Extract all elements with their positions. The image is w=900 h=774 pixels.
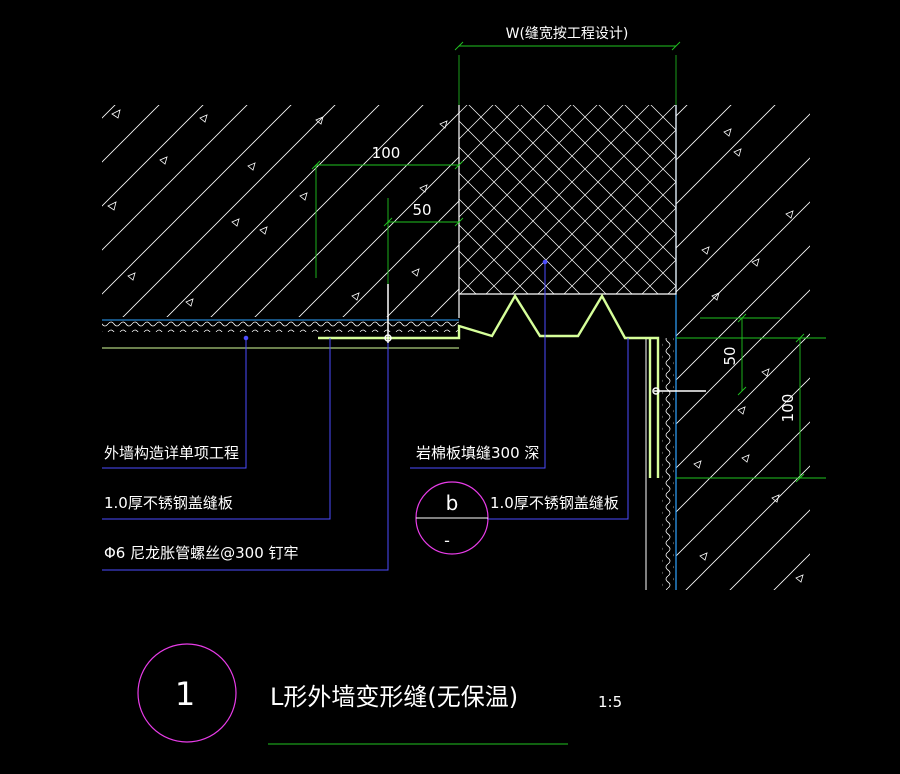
dimension-lines: [311, 41, 826, 483]
aggregate-marks-left: [107, 109, 448, 307]
label-nylon-bolt: Φ6 尼龙胀管螺丝@300 钉牢: [104, 544, 299, 562]
detail-number: 1: [175, 675, 195, 713]
label-rock-wool: 岩棉板填缝300 深: [416, 444, 539, 462]
nylon-bolt-right: [652, 387, 706, 395]
label-exterior-wall: 外墙构造详单项工程: [104, 444, 239, 462]
dim-left-100: 100: [372, 144, 401, 162]
right-wall-concrete: [676, 105, 810, 590]
title-block: 1 L形外墙变形缝(无保温) 1:5: [137, 643, 622, 745]
detail-title: L形外墙变形缝(无保温): [270, 683, 518, 711]
leader-lines: [102, 259, 629, 571]
section-marker: b -: [415, 481, 489, 555]
rock-wool-gap-fill: [459, 105, 676, 294]
leader-labels: 外墙构造详单项工程 1.0厚不锈钢盖缝板 Φ6 尼龙胀管螺丝@300 钉牢 岩棉…: [104, 444, 619, 562]
section-marker-letter: b: [446, 491, 459, 515]
detail-scale: 1:5: [598, 693, 622, 711]
section-marker-sheet: -: [444, 531, 450, 550]
aggregate-marks-right: [693, 128, 804, 583]
nylon-bolt-left: [384, 284, 392, 343]
dim-left-50: 50: [412, 201, 431, 219]
right-wall-finish-layer: [645, 105, 677, 590]
dimension-texts: W(缝宽按工程设计) 100 50 50 100: [372, 25, 797, 422]
label-cover-plate-right: 1.0厚不锈钢盖缝板: [490, 494, 619, 512]
left-wall-finish-layer: [102, 319, 459, 349]
label-cover-plate-left: 1.0厚不锈钢盖缝板: [104, 494, 233, 512]
left-wall-concrete: [102, 105, 459, 317]
stainless-cover-plate: [318, 293, 660, 478]
dim-gap-width: W(缝宽按工程设计): [506, 25, 629, 42]
dim-right-100: 100: [779, 394, 797, 423]
joint-outline: [458, 55, 677, 318]
dim-right-50: 50: [721, 346, 739, 365]
